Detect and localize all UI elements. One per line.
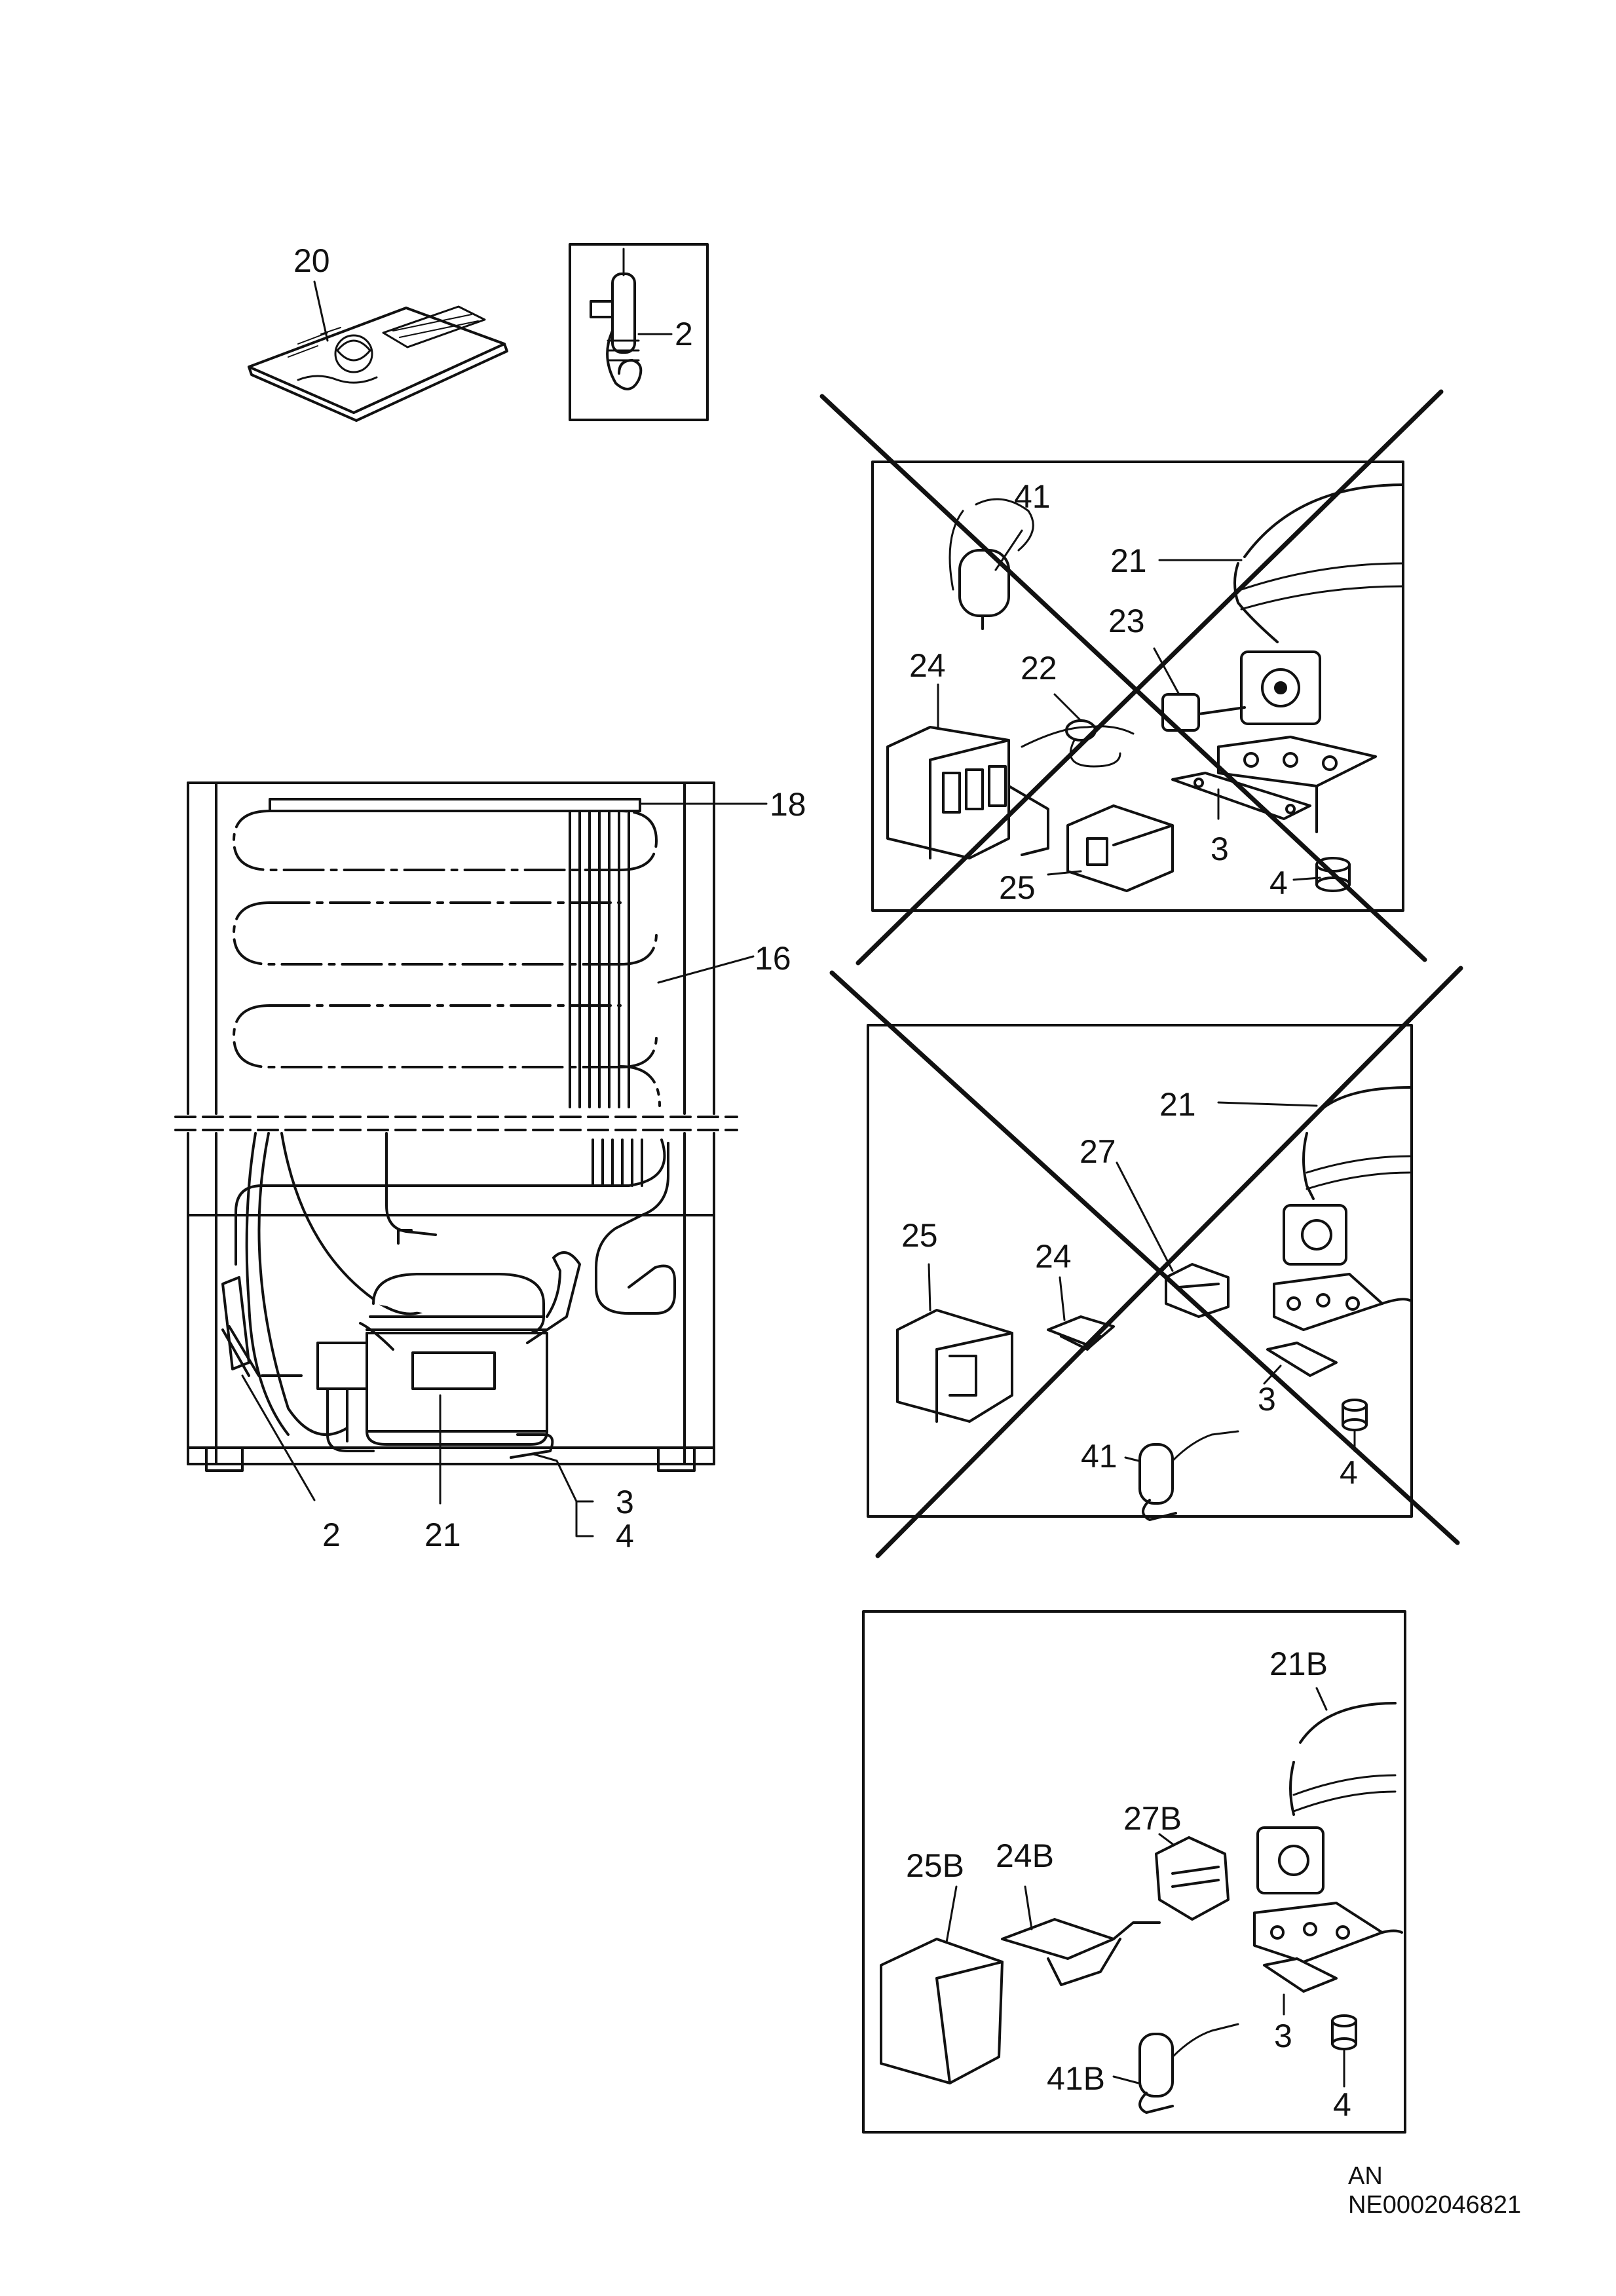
label-box1-23: 23 — [1108, 603, 1145, 639]
label-cabinet-21: 21 — [424, 1516, 461, 1553]
label-box1-41: 41 — [1014, 478, 1051, 515]
label-box3-41B: 41B — [1047, 2060, 1105, 2097]
label-20: 20 — [293, 242, 330, 279]
label-box2-25: 25 — [901, 1217, 938, 1254]
label-box2-21: 21 — [1159, 1086, 1196, 1123]
label-box3-25B: 25B — [906, 1847, 964, 1884]
label-cabinet-16: 16 — [755, 940, 791, 977]
label-box2-3: 3 — [1258, 1381, 1276, 1418]
label-box3-24B: 24B — [996, 1837, 1054, 1874]
label-cabinet-4: 4 — [616, 1518, 634, 1554]
parts-box-2 — [829, 966, 1463, 1558]
footer-code: AN NE0002046821 — [1348, 2162, 1521, 2219]
label-cabinet-18: 18 — [770, 786, 806, 823]
label-box2-27: 27 — [1080, 1133, 1116, 1170]
sensor-inset-box — [569, 243, 709, 421]
label-box1-25: 25 — [999, 869, 1036, 906]
footer-line-1: AN — [1348, 2162, 1383, 2190]
label-box1-4: 4 — [1269, 865, 1288, 901]
parts-box-3 — [862, 1610, 1406, 2134]
label-cabinet-3: 3 — [616, 1484, 634, 1520]
label-inset-2: 2 — [675, 316, 693, 352]
label-box2-24: 24 — [1035, 1238, 1072, 1275]
manual-booklet — [248, 280, 508, 422]
label-box1-3: 3 — [1211, 831, 1229, 867]
label-box3-4: 4 — [1333, 2086, 1351, 2123]
label-box3-3: 3 — [1274, 2018, 1292, 2054]
label-box2-4: 4 — [1340, 1454, 1358, 1491]
label-box1-21: 21 — [1110, 542, 1147, 579]
label-cabinet-2: 2 — [322, 1516, 341, 1553]
label-box1-24: 24 — [909, 647, 946, 684]
cabinet-rear-view — [174, 781, 768, 1537]
label-box2-41: 41 — [1081, 1438, 1118, 1475]
label-box3-27B: 27B — [1123, 1800, 1182, 1837]
parts-box-1 — [819, 389, 1444, 966]
label-box1-22: 22 — [1021, 650, 1057, 687]
footer-line-2: NE0002046821 — [1348, 2191, 1522, 2219]
label-box3-21B: 21B — [1269, 1646, 1328, 1682]
